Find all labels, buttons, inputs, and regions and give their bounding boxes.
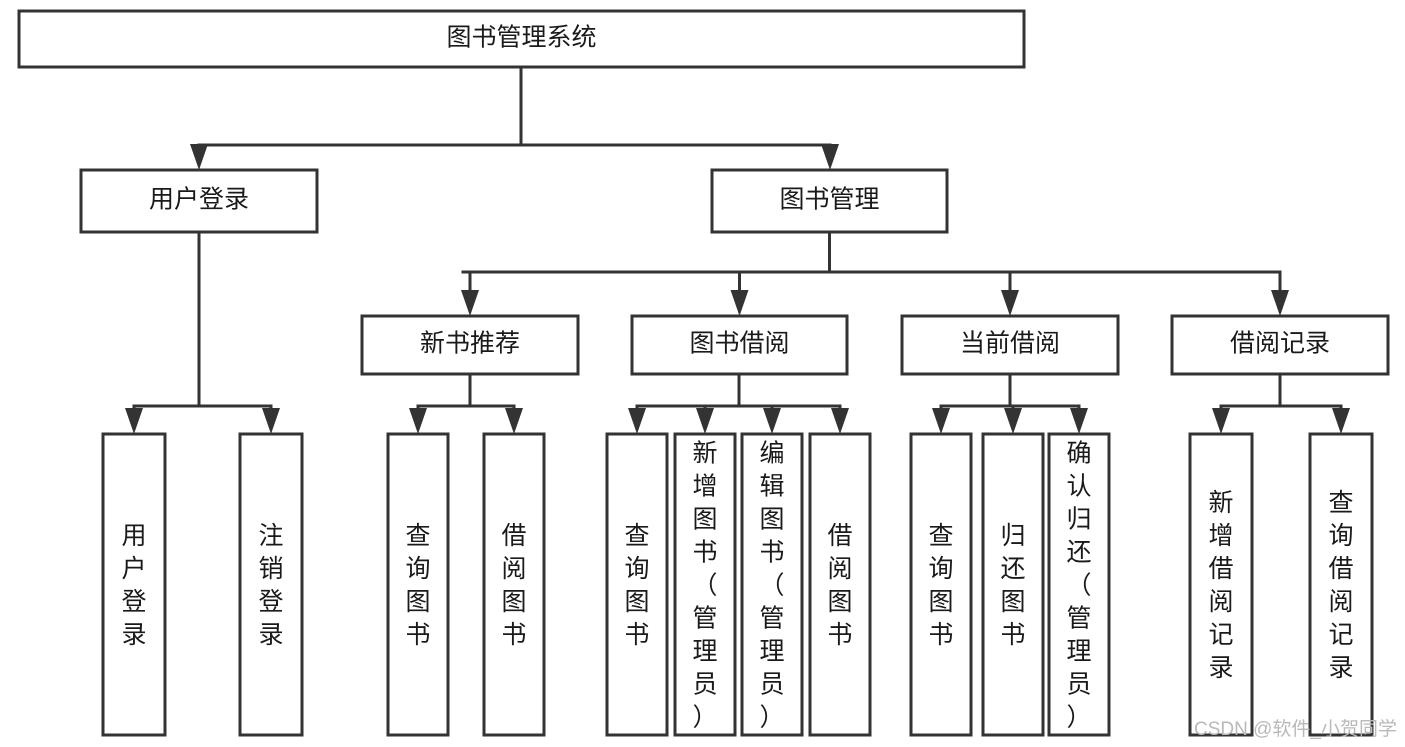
level3-label: 图书借阅 [689, 330, 789, 358]
leaf-box[interactable] [740, 432, 804, 737]
level3-node-0[interactable]: 新书推荐 [360, 314, 580, 376]
node-layer: 图书管理系统用户登录图书管理新书推荐图书借阅当前借阅借阅记录用户登录注销登录查询… [17, 9, 1390, 737]
leaf-label: 借阅图书 [501, 522, 526, 649]
group-1-leaf-arrow-1-head [505, 408, 523, 434]
connector-layer [125, 65, 1350, 434]
leaf-node-6[interactable]: 编辑图书（管理员） [740, 432, 804, 737]
level2-box[interactable] [710, 168, 949, 234]
leaf-box[interactable] [386, 432, 450, 737]
leaf-label: 新增图书（管理员） [692, 439, 717, 731]
leaf-box[interactable] [238, 432, 304, 737]
leaf-node-3[interactable]: 借阅图书 [482, 432, 546, 737]
level2-box[interactable] [79, 168, 319, 234]
root-label: 图书管理系统 [446, 24, 596, 52]
leaf-node-11[interactable]: 新增借阅记录 [1188, 432, 1254, 737]
level3-label: 借阅记录 [1230, 330, 1330, 358]
root-node-0[interactable]: 图书管理系统 [17, 9, 1026, 69]
group-0-leaf-arrow-0-head [125, 408, 143, 434]
group-2-leaf-arrow-0-head [628, 408, 646, 434]
leaf-box[interactable] [981, 432, 1045, 737]
leaf-node-9[interactable]: 归还图书 [981, 432, 1045, 737]
leaf-node-2[interactable]: 查询图书 [386, 432, 450, 737]
leaf-box[interactable] [1047, 432, 1111, 737]
leaf-box[interactable] [605, 432, 669, 737]
root-to-level2-0-head [190, 144, 208, 170]
level3-label: 新书推荐 [420, 330, 520, 358]
leaf-node-1[interactable]: 注销登录 [238, 432, 304, 737]
leaf-node-0[interactable]: 用户登录 [101, 432, 167, 737]
leaf-node-5[interactable]: 新增图书（管理员） [673, 432, 737, 737]
level3-box[interactable] [630, 314, 849, 376]
leaf-node-7[interactable]: 借阅图书 [808, 432, 872, 737]
group-3-leaf-arrow-1-head [1004, 408, 1022, 434]
level3-node-3[interactable]: 借阅记录 [1170, 314, 1390, 376]
root-to-level2-1-head [821, 144, 839, 170]
level3-box[interactable] [1170, 314, 1390, 376]
group-4-leaf-arrow-1-head [1332, 408, 1350, 434]
leaf-node-10[interactable]: 确认归还（管理员） [1047, 432, 1111, 737]
level3-arrow-3-head [1271, 290, 1289, 316]
group-3-leaf-arrow-0-head [932, 408, 950, 434]
leaf-box[interactable] [1308, 432, 1374, 737]
leaf-label: 查询借阅记录 [1328, 489, 1353, 682]
level3-node-2[interactable]: 当前借阅 [900, 314, 1120, 376]
leaf-label: 查询图书 [928, 522, 953, 649]
level3-arrow-0-head [461, 290, 479, 316]
leaf-box[interactable] [808, 432, 872, 737]
leaf-box[interactable] [482, 432, 546, 737]
level2-label: 用户登录 [149, 186, 249, 214]
leaf-label: 查询图书 [624, 522, 649, 649]
group-0-leaf-arrow-1-head [262, 408, 280, 434]
level3-box[interactable] [360, 314, 580, 376]
level3-box[interactable] [900, 314, 1120, 376]
root-box[interactable] [17, 9, 1026, 69]
leaf-box[interactable] [909, 432, 973, 737]
group-3-leaf-arrow-2-head [1070, 408, 1088, 434]
leaf-box[interactable] [673, 432, 737, 737]
leaf-box[interactable] [1188, 432, 1254, 737]
level3-arrow-1-head [730, 290, 749, 316]
leaf-label: 归还图书 [1000, 522, 1025, 649]
group-2-leaf-arrow-2-head [763, 408, 781, 434]
group-4-leaf-arrow-0-head [1212, 408, 1230, 434]
level3-label: 当前借阅 [960, 330, 1060, 358]
leaf-label: 新增借阅记录 [1208, 489, 1233, 682]
leaf-box[interactable] [101, 432, 167, 737]
leaf-node-12[interactable]: 查询借阅记录 [1308, 432, 1374, 737]
level2-label: 图书管理 [779, 186, 879, 214]
leaf-label: 编辑图书（管理员） [759, 439, 784, 731]
level2-node-1[interactable]: 图书管理 [710, 168, 949, 234]
leaf-node-4[interactable]: 查询图书 [605, 432, 669, 737]
leaf-node-8[interactable]: 查询图书 [909, 432, 973, 737]
leaf-label: 用户登录 [121, 522, 146, 649]
group-2-leaf-arrow-1-head [696, 408, 714, 434]
leaf-label: 注销登录 [258, 522, 283, 649]
leaf-label: 查询图书 [405, 522, 430, 649]
level3-node-1[interactable]: 图书借阅 [630, 314, 849, 376]
leaf-label: 确认归还（管理员） [1066, 439, 1091, 731]
group-2-leaf-arrow-3-head [831, 408, 849, 434]
leaf-label: 借阅图书 [827, 522, 852, 649]
level3-arrow-2-head [1001, 290, 1019, 316]
level2-node-0[interactable]: 用户登录 [79, 168, 319, 234]
group-1-leaf-arrow-0-head [409, 408, 427, 434]
